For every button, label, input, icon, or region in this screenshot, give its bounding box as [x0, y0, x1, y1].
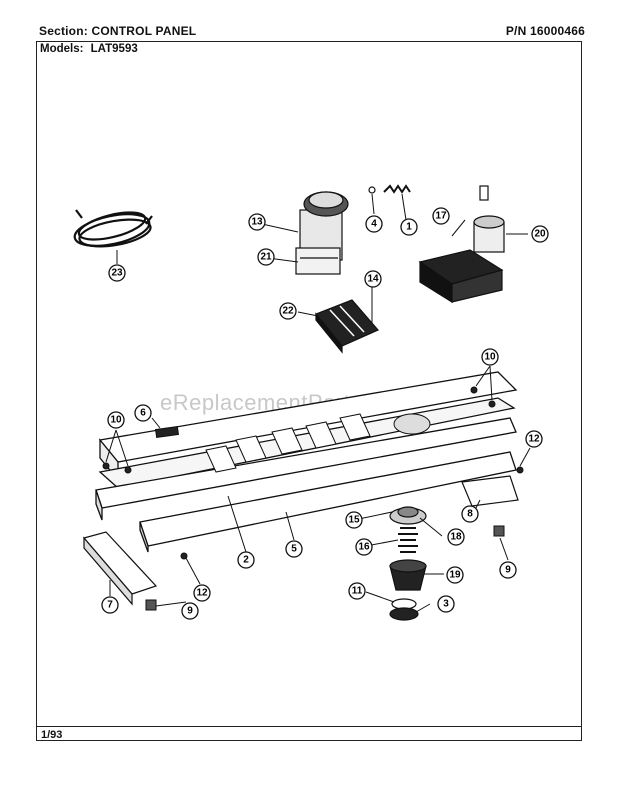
wire-harness-part	[73, 209, 153, 248]
svg-text:17: 17	[435, 211, 447, 222]
svg-text:12: 12	[528, 434, 540, 445]
spring-part	[383, 184, 411, 194]
svg-text:18: 18	[450, 532, 462, 543]
switch-block-part	[315, 299, 379, 354]
svg-text:22: 22	[282, 306, 294, 317]
callout-7: 7	[101, 596, 119, 614]
callout-9-left: 9	[181, 602, 199, 620]
svg-text:2: 2	[243, 555, 249, 566]
callout-17: 17	[432, 207, 450, 225]
callout-13: 13	[248, 213, 266, 231]
callout-19: 19	[446, 566, 464, 584]
svg-text:23: 23	[111, 268, 123, 279]
svg-text:16: 16	[358, 542, 370, 553]
callout-6: 6	[134, 404, 152, 422]
end-bracket-part	[82, 531, 158, 606]
callout-18: 18	[447, 528, 465, 546]
section-value: CONTROL PANEL	[91, 24, 197, 38]
callout-15: 15	[345, 511, 363, 529]
callout-8: 8	[461, 505, 479, 523]
switch-part	[418, 185, 505, 304]
leader-lines	[105, 223, 531, 613]
models-line: Models: LAT9593	[40, 43, 138, 55]
callout-16: 16	[355, 538, 373, 556]
knob-assembly-part	[389, 506, 427, 621]
svg-text:19: 19	[449, 570, 461, 581]
callout-2: 2	[237, 551, 255, 569]
svg-text:10: 10	[110, 415, 122, 426]
callout-9-right: 9	[499, 561, 517, 579]
callout-5: 5	[285, 540, 303, 558]
svg-text:3: 3	[443, 599, 449, 610]
svg-text:14: 14	[367, 274, 379, 285]
models-value: LAT9593	[90, 43, 138, 55]
pn-value: 16000466	[530, 24, 585, 38]
console-frame-part	[95, 371, 518, 553]
callout-20: 20	[531, 225, 549, 243]
side-bracket-part	[461, 475, 519, 507]
svg-text:1: 1	[406, 222, 412, 233]
callout-3: 3	[437, 595, 455, 613]
svg-text:20: 20	[534, 229, 546, 240]
svg-text:9: 9	[505, 565, 511, 576]
console-bracket-set	[205, 413, 431, 473]
diagram-frame	[36, 41, 582, 741]
callout-4: 4	[365, 215, 383, 233]
svg-text:8: 8	[467, 509, 473, 520]
models-label: Models:	[40, 43, 84, 55]
clip-right-part	[493, 525, 505, 537]
timer-part	[295, 191, 349, 275]
callout-22: 22	[279, 302, 297, 320]
svg-text:10: 10	[484, 352, 496, 363]
svg-text:4: 4	[371, 219, 377, 230]
svg-text:12: 12	[196, 588, 208, 599]
svg-text:13: 13	[251, 217, 263, 228]
clip-left-part	[145, 599, 157, 611]
footer-divider	[36, 726, 582, 727]
section-label: Section:	[39, 24, 88, 38]
svg-text:21: 21	[260, 252, 272, 263]
svg-text:5: 5	[291, 544, 297, 555]
callout-11: 11	[348, 582, 366, 600]
callout-14: 14	[364, 270, 382, 288]
callout-1: 1	[400, 218, 418, 236]
section-title: Section: CONTROL PANEL	[39, 24, 196, 38]
part-number: P/N 16000466	[506, 24, 585, 38]
page-header: Section: CONTROL PANEL P/N 16000466	[37, 22, 585, 42]
callout-12-left: 12	[193, 584, 211, 602]
callout-21: 21	[257, 248, 275, 266]
svg-text:11: 11	[352, 586, 363, 597]
clip-part	[154, 425, 180, 439]
footer-date: 1/93	[41, 729, 63, 741]
washer-part	[368, 186, 376, 194]
screw-set	[102, 386, 524, 560]
svg-text:15: 15	[348, 515, 360, 526]
pn-label: P/N	[505, 24, 527, 38]
callout-10-left: 10	[107, 411, 125, 429]
callout-12-right: 12	[525, 430, 543, 448]
svg-text:6: 6	[140, 408, 146, 419]
callout-23: 23	[108, 264, 126, 282]
callout-10-right: 10	[481, 348, 499, 366]
svg-text:9: 9	[187, 606, 193, 617]
svg-text:7: 7	[107, 600, 113, 611]
